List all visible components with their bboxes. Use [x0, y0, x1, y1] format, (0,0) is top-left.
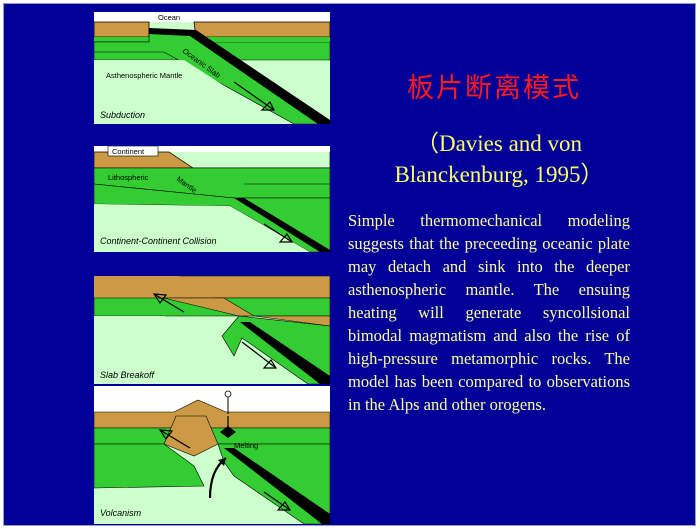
label-lithospheric: Lithospheric [108, 173, 149, 182]
label-continent: Continent [112, 147, 145, 156]
panel-collision: Continent Lithospheric Mantle Continent-… [94, 146, 330, 252]
caption-collision: Continent-Continent Collision [100, 236, 217, 246]
caption-slab-breakoff: Slab Breakoff [100, 370, 156, 380]
slide: Ocean Oceanic Slab Asthenospheric Mantle… [3, 3, 696, 526]
citation-line-1: （Davies and von [415, 131, 583, 156]
panel-volcanism: Melting Volcanism [94, 386, 330, 524]
panel-slab-breakoff: Slab Breakoff [94, 276, 330, 384]
label-melting: Melting [234, 441, 258, 450]
citation-line-2: Blanckenburg, 1995） [394, 162, 604, 187]
caption-subduction: Subduction [100, 110, 145, 120]
slab-breakoff-figure: Ocean Oceanic Slab Asthenospheric Mantle… [94, 12, 330, 524]
caption-volcanism: Volcanism [100, 508, 142, 518]
slide-title: 板片断离模式 [407, 73, 581, 104]
body-paragraph: Simple thermomechanical modeling suggest… [348, 211, 630, 414]
label-asthenospheric-mantle: Asthenospheric Mantle [106, 71, 182, 80]
label-ocean: Ocean [158, 13, 180, 22]
citation: （Davies and von Blanckenburg, 1995） [344, 128, 654, 190]
panel-subduction: Ocean Oceanic Slab Asthenospheric Mantle… [94, 12, 330, 124]
